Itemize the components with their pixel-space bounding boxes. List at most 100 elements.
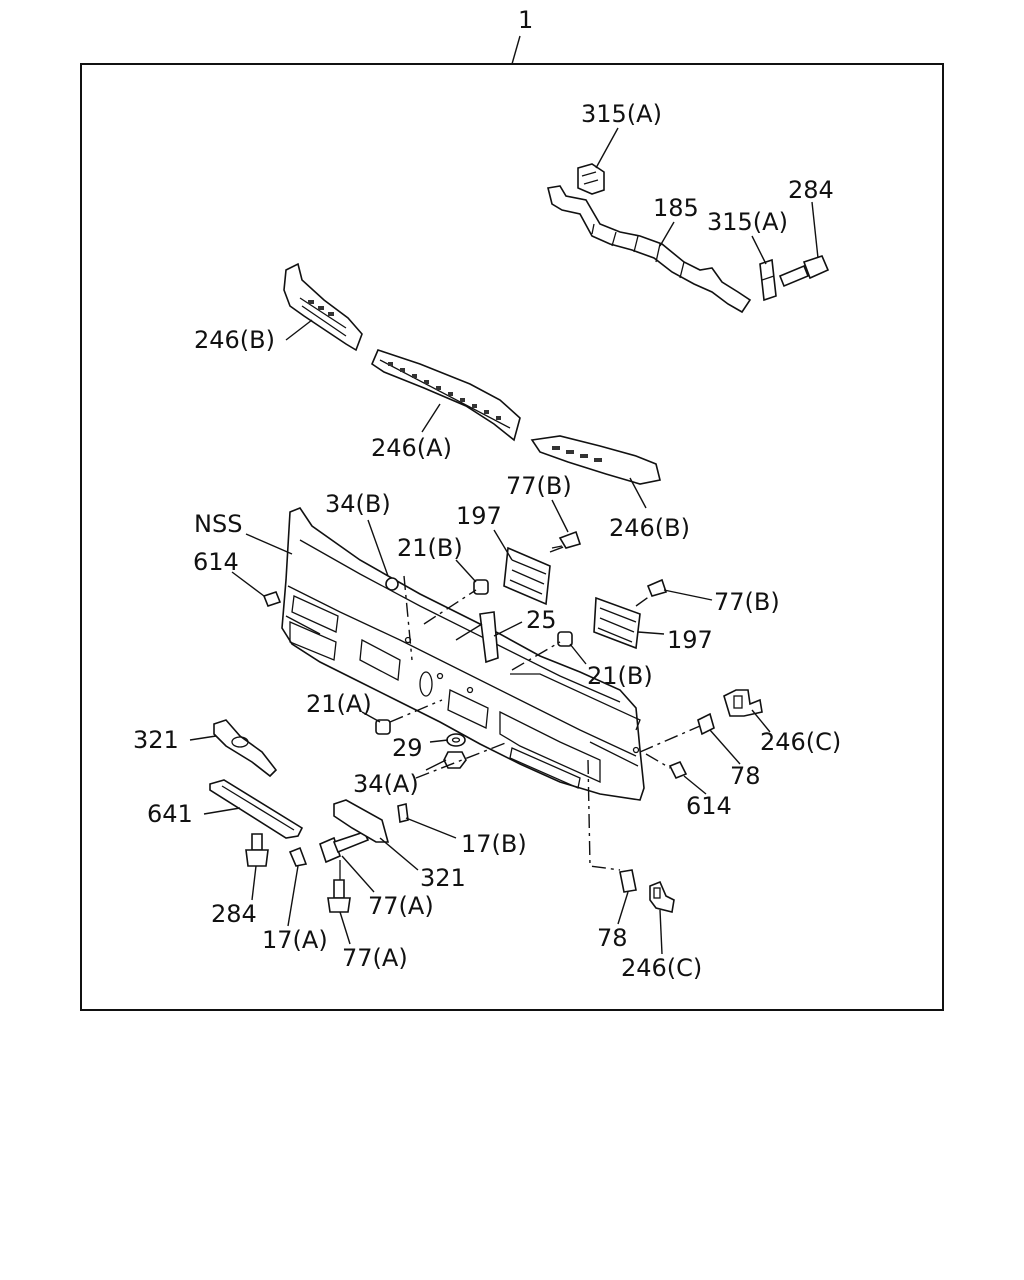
part-25-bracket: [479, 611, 499, 664]
callout-246b-left: 246(B): [194, 326, 275, 354]
leader-185: [659, 221, 675, 247]
callout-77a-mid: 77(A): [368, 892, 434, 920]
assembly-leader: [511, 35, 521, 65]
part-246a-grille-center: [371, 349, 521, 442]
leader-246b-right: [629, 477, 647, 509]
part-197-insert-top: [503, 546, 551, 606]
part-bumper-body: [281, 507, 645, 801]
callout-25: 25: [526, 606, 557, 634]
part-315a-bracket-right: [759, 258, 777, 302]
part-315a-bracket-left: [577, 163, 605, 195]
assembly-number: 1: [518, 6, 533, 34]
part-284-bolt-bottom: [245, 833, 269, 867]
callout-197-right: 197: [667, 626, 713, 654]
callout-34b: 34(B): [325, 490, 391, 518]
callout-21b-bottom: 21(B): [587, 662, 653, 690]
callout-21a: 21(A): [306, 690, 372, 718]
part-21b-nut-top: [473, 579, 489, 595]
dash-78-bottom: [587, 759, 621, 871]
leader-17b: [405, 817, 457, 839]
callout-284-top: 284: [788, 176, 834, 204]
part-641-plate: [209, 779, 304, 839]
part-614-left: [262, 591, 282, 607]
callout-614-right: 614: [686, 792, 732, 820]
leader-21a: [361, 711, 381, 723]
part-17b-clip: [397, 803, 409, 823]
part-34b-clip: [385, 577, 399, 591]
callout-185: 185: [653, 194, 699, 222]
part-78-clip-bottom: [619, 869, 637, 893]
callout-246a: 246(A): [371, 434, 452, 462]
part-77a-bolt-mid: [319, 831, 370, 864]
part-284-bolt-top: [778, 255, 830, 288]
callout-641: 641: [147, 800, 193, 828]
callout-77a-bottom: 77(A): [342, 944, 408, 972]
part-246c-clip-bottom: [649, 880, 675, 913]
callout-614-left: 614: [193, 548, 239, 576]
leader-17a: [287, 865, 299, 927]
callout-17a: 17(A): [262, 926, 328, 954]
leader-29: [429, 739, 449, 743]
part-34a-nut: [443, 751, 467, 769]
leader-246c-right: [751, 709, 771, 733]
dash-34a: [415, 741, 509, 779]
leader-321-left: [189, 735, 217, 741]
callout-315a-right: 315(A): [707, 208, 788, 236]
leader-25: [493, 621, 523, 637]
leader-197-top: [493, 529, 513, 561]
part-185-bar: [547, 185, 752, 314]
leader-315a-top: [595, 127, 619, 169]
part-614-right: [668, 760, 688, 780]
leader-246c-bottom: [659, 909, 663, 955]
part-246b-left: [283, 262, 363, 352]
dash-78-right: [639, 725, 701, 753]
part-21b-nut-bottom: [557, 631, 573, 647]
callout-77b-top: 77(B): [506, 472, 572, 500]
callout-29: 29: [392, 734, 423, 762]
callout-17b: 17(B): [461, 830, 527, 858]
callout-321-bottom: 321: [420, 864, 466, 892]
dash-77b-right: [635, 595, 651, 607]
leader-21b-bottom: [569, 643, 587, 665]
part-197-insert-right: [593, 596, 641, 650]
leader-34a: [425, 759, 447, 771]
leader-246b-left: [285, 319, 313, 341]
callout-284-bottom: 284: [211, 900, 257, 928]
part-77b-fastener-top: [551, 530, 582, 549]
leader-641: [203, 807, 241, 815]
callout-246c-right: 246(C): [760, 728, 841, 756]
leader-284-bottom: [251, 865, 257, 901]
assembly-frame: [80, 63, 944, 1011]
leader-21b-top: [455, 559, 477, 583]
leader-614-left: [231, 571, 265, 597]
part-246c-clip-right: [723, 689, 763, 717]
dash-21b-bottom: [511, 641, 561, 671]
callout-nss: NSS: [194, 510, 242, 538]
callout-78-right: 78: [730, 762, 761, 790]
part-321-bracket-bottom: [333, 799, 390, 843]
part-78-clip-right: [697, 712, 715, 736]
callout-77b-right: 77(B): [714, 588, 780, 616]
part-77b-fastener-right: [646, 578, 668, 597]
leader-284-top: [811, 201, 819, 259]
part-17a-clip: [288, 846, 308, 867]
leader-321-bottom: [379, 837, 419, 871]
leader-34b: [367, 519, 389, 577]
callout-246c-bottom: 246(C): [621, 954, 702, 982]
leader-77a-bottom: [339, 911, 351, 945]
callout-315a-top: 315(A): [581, 100, 662, 128]
leader-25-bracket: [455, 623, 483, 641]
leader-78-right: [709, 729, 741, 765]
part-29-washer: [446, 733, 466, 747]
callout-78-bottom: 78: [597, 924, 628, 952]
leader-246a: [421, 403, 441, 433]
leader-77a-mid: [341, 855, 375, 893]
callout-197-top: 197: [456, 502, 502, 530]
dash-614-right: [645, 753, 671, 769]
callout-246b-right: 246(B): [609, 514, 690, 542]
leader-315a-right: [751, 235, 767, 265]
part-321-bracket-left: [213, 719, 278, 778]
leader-77b-top: [551, 499, 569, 533]
part-21a-nut: [375, 719, 391, 735]
